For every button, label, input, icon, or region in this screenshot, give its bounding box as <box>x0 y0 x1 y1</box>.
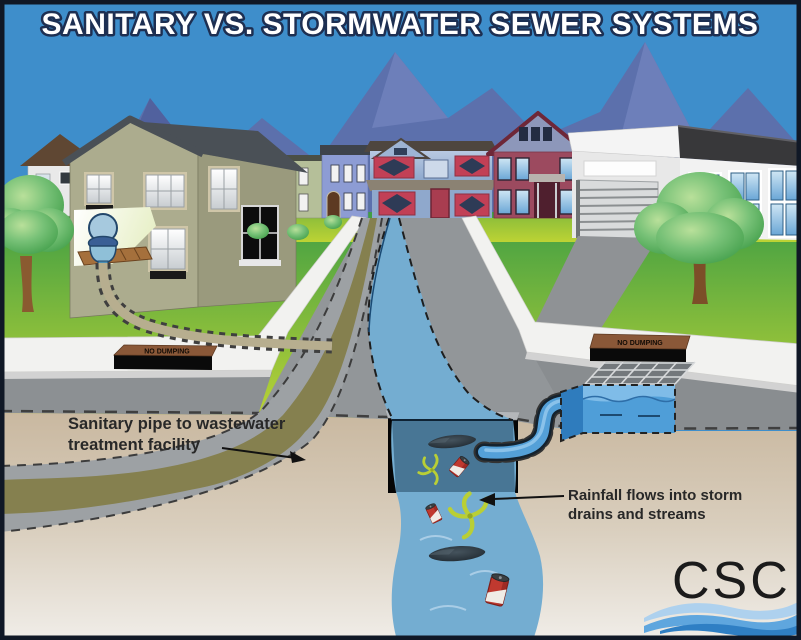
sanitary-callout-line2: treatment facility <box>68 436 201 454</box>
blue-house <box>364 137 498 219</box>
rowhouse-blue <box>320 145 370 219</box>
sanitary-callout-arrowhead <box>290 451 306 463</box>
storm-drain-right: NO DUMPING <box>560 333 696 443</box>
no-dumping-curb-left <box>113 344 218 357</box>
rainfall-callout: Rainfall flows into storm drains and str… <box>479 487 742 523</box>
csc-logo-waves-icon <box>644 601 800 637</box>
rainfall-callout-line1: Rainfall flows into storm <box>568 487 742 504</box>
rainfall-callout-arrowhead <box>479 493 495 506</box>
no-dumping-curb-right <box>589 333 691 350</box>
page-title: SANITARY VS. STORMWATER SEWER SYSTEMS <box>42 8 759 41</box>
rainfall-callout-line2: drains and streams <box>568 506 706 523</box>
left-house <box>62 115 308 319</box>
drain-grate <box>584 361 696 385</box>
csc-logo: CSC <box>644 552 800 637</box>
house-lateral-pipe <box>95 262 333 354</box>
no-dumping-text-left: NO DUMPING <box>144 349 190 356</box>
house-windows <box>84 166 240 279</box>
soil-boundary-dashes <box>0 409 801 431</box>
left-tree <box>0 175 74 312</box>
rainfall-callout-line <box>492 495 565 500</box>
sanitary-callout-line1: Sanitary pipe to wastewater <box>68 415 286 433</box>
right-tree <box>634 172 764 304</box>
bushes <box>247 215 342 240</box>
storm-drain-left: NO DUMPING <box>113 344 218 370</box>
sanitary-callout-line <box>221 447 297 459</box>
no-dumping-text-right: NO DUMPING <box>617 340 663 347</box>
csc-logo-text: CSC <box>672 552 791 610</box>
driveway <box>536 236 658 330</box>
bathroom-cutaway <box>74 207 156 270</box>
road-left <box>0 372 272 415</box>
sanitary-callout: Sanitary pipe to wastewater treatment fa… <box>68 415 306 463</box>
toilet-icon <box>87 213 119 270</box>
sanitary-pipe <box>0 217 383 533</box>
